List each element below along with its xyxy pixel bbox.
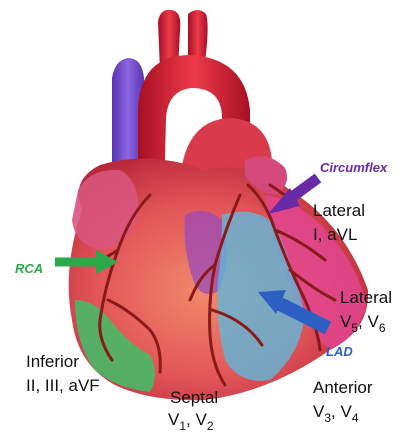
- rca-label: RCA: [15, 259, 43, 279]
- septal-leads: V1, V2: [168, 410, 214, 431]
- inferior-title: Inferior: [26, 352, 79, 372]
- circumflex-arrow: [268, 178, 318, 214]
- lateral-lower-leads: V5, V6: [340, 312, 386, 333]
- inferior-leads: II, III, aVF: [26, 376, 100, 396]
- anterior-leads: V3, V4: [313, 402, 359, 423]
- rca-arrow: [55, 250, 118, 274]
- septal-title: Septal: [170, 388, 218, 408]
- lateral-upper-title: Lateral: [313, 201, 365, 221]
- lad-arrow: [258, 290, 328, 328]
- lateral-lower-title: Lateral: [340, 288, 392, 308]
- lad-label: LAD: [326, 342, 353, 362]
- anterior-title: Anterior: [313, 378, 373, 398]
- lateral-upper-leads: I, aVL: [313, 225, 357, 245]
- circumflex-label: Circumflex: [320, 158, 387, 178]
